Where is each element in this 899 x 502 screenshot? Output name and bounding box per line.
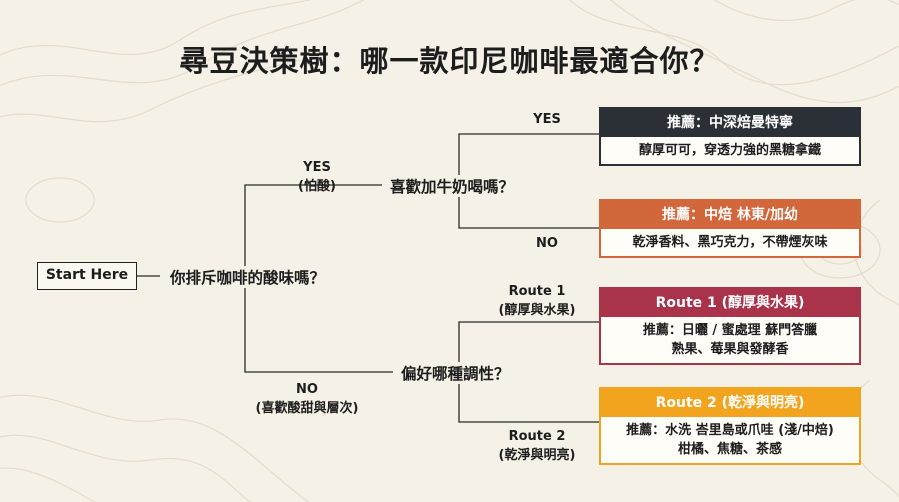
milk-yes-label: YES (533, 112, 561, 127)
q1-yes-no-branch-line (244, 184, 382, 277)
result-card-route1: Route 1 (醇厚與水果) 推薦：日曬 / 蜜處理 蘇門答臘 熟果、莓果與發… (599, 287, 861, 365)
q3-route2-line (458, 372, 599, 423)
card-body: 乾淨香料、黑巧克力，不帶煙灰味 (601, 229, 859, 256)
card-desc: 推薦：日曬 / 蜜處理 蘇門答臘 (642, 323, 818, 338)
card-body: 醇厚可可，穿透力強的黑糖拿鐵 (601, 137, 859, 164)
page-title: 尋豆決策樹：哪一款印尼咖啡最適合你？ (179, 44, 720, 78)
branch-no-note: (喜歡酸甜與層次) (255, 401, 359, 416)
card-desc: 醇厚可可，穿透力強的黑糖拿鐵 (638, 143, 821, 158)
route1-text: Route 1 (508, 284, 566, 299)
question-milk: 喜歡加牛奶喝嗎？ (388, 175, 517, 197)
milk-no-label: NO (536, 236, 558, 251)
result-card-route2: Route 2 (乾淨與明亮) 推薦：水洗 峇里島或爪哇 (淺/中焙) 柑橘、焦… (599, 387, 861, 465)
q3-route1-line (458, 321, 599, 372)
branch-yes-note: (怕酸) (298, 179, 336, 194)
question-profile: 偏好哪種調性？ (399, 362, 512, 384)
branch-yes-label: YES (怕酸) (282, 158, 352, 196)
card-desc: 乾淨香料、黑巧克力，不帶煙灰味 (632, 235, 828, 250)
question-acidity: 你排斥咖啡的酸味嗎？ (168, 266, 328, 288)
card-body: 推薦：水洗 峇里島或爪哇 (淺/中焙) 柑橘、焦糖、茶感 (601, 417, 859, 463)
card-desc-2: 熟果、莓果與發酵香 (671, 342, 789, 357)
q1-no-branch-line (244, 276, 393, 373)
route1-note: (醇厚與水果) (498, 303, 576, 318)
card-header: 推薦：中焙 林東/加幼 (601, 201, 859, 229)
branch-yes-text: YES (303, 160, 331, 175)
start-node: Start Here (37, 262, 137, 290)
card-desc: 推薦：水洗 峇里島或爪哇 (淺/中焙) (626, 423, 834, 438)
route2-label: Route 2 (乾淨與明亮) (487, 427, 587, 465)
q2-branch-line (458, 133, 599, 185)
result-card-mandheling: 推薦：中深焙曼特寧 醇厚可可，穿透力強的黑糖拿鐵 (599, 107, 861, 166)
route2-note: (乾淨與明亮) (498, 448, 576, 463)
card-desc-2: 柑橘、焦糖、茶感 (677, 442, 782, 457)
card-header: 推薦：中深焙曼特寧 (601, 109, 859, 137)
route2-text: Route 2 (508, 429, 566, 444)
card-header: Route 1 (醇厚與水果) (601, 289, 859, 317)
route1-label: Route 1 (醇厚與水果) (487, 282, 587, 320)
card-header: Route 2 (乾淨與明亮) (601, 389, 859, 417)
branch-no-text: NO (296, 382, 318, 397)
q2-no-branch-line (458, 185, 599, 229)
result-card-lintong: 推薦：中焙 林東/加幼 乾淨香料、黑巧克力，不帶煙灰味 (599, 199, 861, 258)
branch-no-label: NO (喜歡酸甜與層次) (247, 380, 367, 418)
card-body: 推薦：日曬 / 蜜處理 蘇門答臘 熟果、莓果與發酵香 (601, 317, 859, 363)
